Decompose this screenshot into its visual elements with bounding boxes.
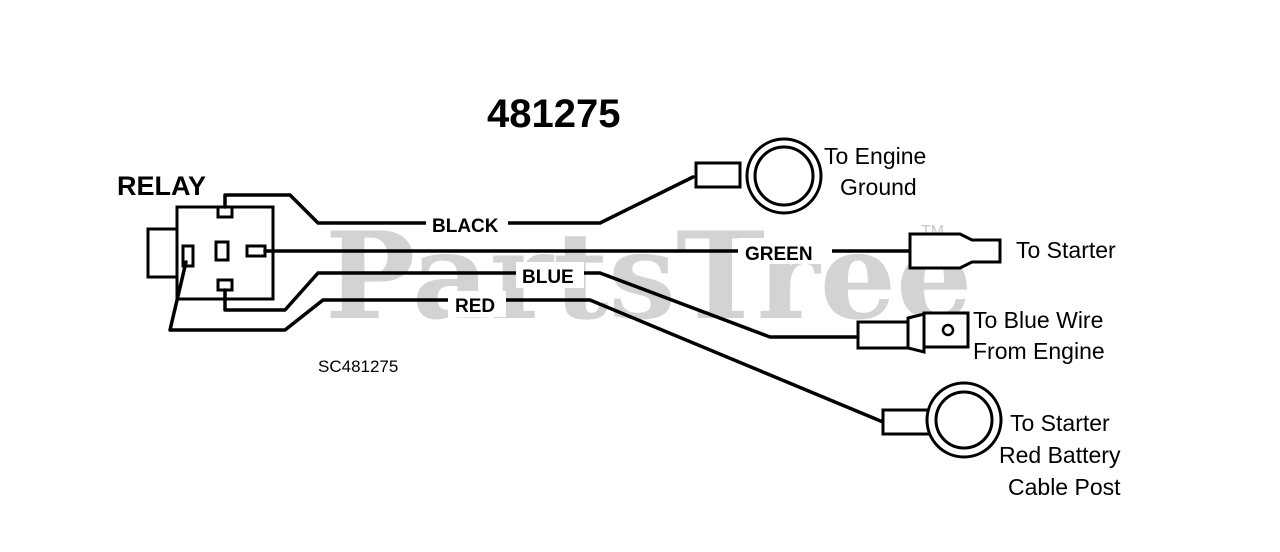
relay-label: RELAY xyxy=(117,171,206,201)
green-wire: GREEN xyxy=(263,232,1002,270)
dest-battery-line1: To Starter xyxy=(1010,410,1110,436)
part-number-title: 481275 xyxy=(487,92,620,136)
blue-wire-tab-terminal xyxy=(922,311,970,349)
relay-terminal-center xyxy=(214,240,230,262)
dest-engine-ground-line1: To Engine xyxy=(824,143,926,169)
relay-terminal-left xyxy=(181,244,195,268)
red-wire-label: RED xyxy=(455,296,495,317)
blue-wire-connector xyxy=(856,320,910,350)
starter-spade-terminal xyxy=(908,232,1002,270)
blue-wire-connector-neck xyxy=(906,312,926,354)
diagram-code: SC481275 xyxy=(318,357,398,376)
dest-blue-wire-line1: To Blue Wire xyxy=(973,307,1103,333)
green-wire-label: GREEN xyxy=(745,244,813,265)
relay-terminal-right xyxy=(245,244,267,258)
black-wire-connector xyxy=(694,161,742,189)
relay: RELAY xyxy=(117,171,275,301)
dest-starter: To Starter xyxy=(1016,237,1116,263)
red-wire-connector xyxy=(881,408,935,436)
blue-wire: BLUE xyxy=(223,262,970,354)
dest-engine-ground-line2: Ground xyxy=(840,174,917,200)
black-wire-label: BLACK xyxy=(432,216,499,237)
dest-blue-wire-line2: From Engine xyxy=(973,338,1105,364)
ring-terminal-engine-ground-inner xyxy=(753,145,815,207)
black-wire: BLACK xyxy=(223,137,823,237)
ring-terminal-battery-inner xyxy=(934,390,994,450)
dest-battery-line2: Red Battery xyxy=(999,442,1121,468)
dest-battery-line3: Cable Post xyxy=(1008,474,1121,500)
blue-wire-label: BLUE xyxy=(522,267,574,288)
red-wire: RED xyxy=(168,260,1003,459)
